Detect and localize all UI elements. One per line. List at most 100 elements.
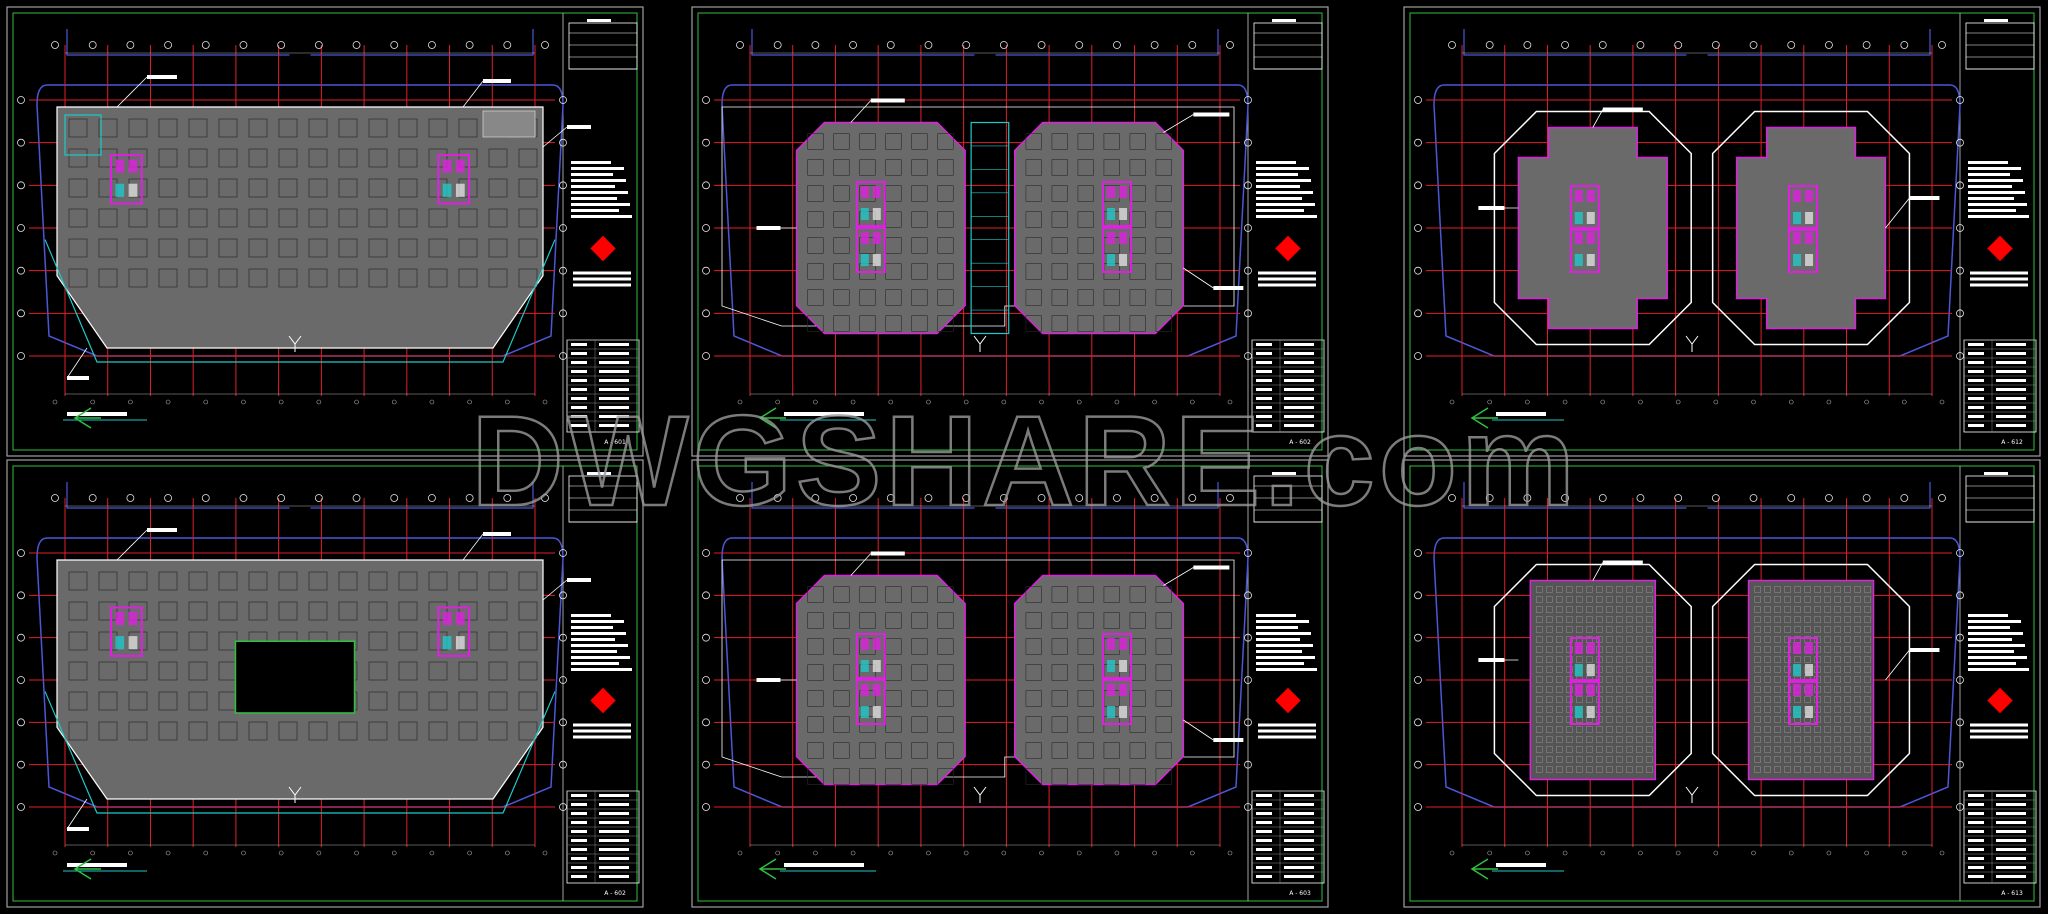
floor-tile <box>158 601 178 621</box>
floor-tile <box>1636 716 1643 723</box>
floor-tile <box>1646 716 1653 723</box>
floor-tile <box>1636 646 1643 653</box>
floor-tile <box>1794 766 1801 773</box>
floor-tile <box>1824 636 1831 643</box>
grid-bubble-top <box>126 494 135 502</box>
company-logo <box>590 235 616 262</box>
grid-tick-bottom <box>429 399 435 405</box>
floor-tile <box>308 571 328 591</box>
floor-tile <box>1129 315 1146 332</box>
floor-tile <box>1646 586 1653 593</box>
info-value <box>599 343 629 346</box>
floor-tile <box>308 148 328 168</box>
floor-tile <box>1834 666 1841 673</box>
info-value <box>1996 370 2026 373</box>
floor-tile <box>1754 676 1761 683</box>
floor-tile <box>1155 742 1172 759</box>
grid-bubble-right <box>1956 309 1964 318</box>
core-wall <box>1569 637 1600 683</box>
core-wall <box>855 633 886 679</box>
leader-label <box>1478 206 1505 210</box>
floor-tile <box>1546 686 1553 693</box>
floor-tile <box>1784 686 1791 693</box>
floor-tile <box>1754 736 1761 743</box>
company-name-line <box>1258 277 1316 281</box>
floor-tile <box>1051 133 1068 150</box>
floor-tile <box>1804 616 1811 623</box>
info-label <box>1968 866 1984 869</box>
drawing-title-label <box>1496 412 1546 416</box>
floor-tile <box>1626 756 1633 763</box>
leader-label <box>756 678 781 682</box>
floor-tile <box>1646 606 1653 613</box>
floor-tile <box>188 691 208 711</box>
grid-bubble-right <box>559 352 567 360</box>
grid-bubble-top <box>1448 494 1456 502</box>
floor-tile <box>885 768 902 785</box>
grid-bubble-top <box>1711 41 1720 49</box>
floor-tile <box>1854 646 1861 653</box>
grid-bubble-right <box>559 760 567 769</box>
floor-tile <box>1864 706 1871 713</box>
floor-tile <box>1794 596 1801 603</box>
floor-tile <box>1051 742 1068 759</box>
grid-bubble-left <box>702 96 710 104</box>
grid-bubble-right <box>1244 803 1252 811</box>
floor-tile <box>1556 716 1563 723</box>
tower-outline <box>1493 563 1692 797</box>
core-wall <box>1569 185 1600 231</box>
floor-tile <box>1864 626 1871 633</box>
company-logo <box>1987 687 2013 714</box>
info-value <box>599 821 629 824</box>
floor-tile <box>1616 646 1623 653</box>
stair-core <box>860 660 869 672</box>
floor-tile <box>1824 626 1831 633</box>
floor-tile <box>1814 756 1821 763</box>
info-value <box>599 379 629 382</box>
grid-bubble-left <box>1414 803 1422 811</box>
floor-tile <box>1854 696 1861 703</box>
info-label <box>1256 406 1272 409</box>
floor-tile <box>68 691 88 711</box>
floor-tile <box>1824 706 1831 713</box>
info-label <box>1256 352 1272 355</box>
elevator-shaft <box>1793 642 1802 654</box>
note-line <box>571 620 624 623</box>
floor-tile <box>1546 656 1553 663</box>
note-line <box>571 209 619 212</box>
info-value <box>1284 361 1314 364</box>
floor-tile <box>1596 746 1603 753</box>
floor-tile <box>911 211 928 228</box>
grid-tick-bottom <box>1826 850 1832 856</box>
floor-tile <box>1586 596 1593 603</box>
floor-tile <box>1646 616 1653 623</box>
elevator-shaft <box>455 611 465 626</box>
street-boundary <box>1463 29 1931 56</box>
floor-tile <box>1586 606 1593 613</box>
floor-tile <box>1129 742 1146 759</box>
floor-tile <box>1051 185 1068 202</box>
floor-tile <box>1754 666 1761 673</box>
elevator-shaft <box>1586 190 1595 202</box>
floor-tile <box>98 601 118 621</box>
info-value <box>599 406 629 409</box>
floor-tile <box>1586 756 1593 763</box>
stair-core <box>115 636 125 650</box>
grid-bubble-top <box>1113 41 1121 49</box>
grid-bubble-left <box>17 549 25 557</box>
grid-bubble-right <box>559 181 567 190</box>
grid-bubble-top <box>352 494 361 502</box>
floor-tile <box>1784 646 1791 653</box>
floor-tile <box>1754 616 1761 623</box>
leader-line <box>116 529 148 561</box>
floor-tile <box>1854 606 1861 613</box>
floor-tile <box>937 263 954 280</box>
floor-tile <box>1636 666 1643 673</box>
grid-bubble-top <box>164 494 172 502</box>
floor-tile <box>158 631 178 651</box>
floor-tile <box>1566 746 1573 753</box>
floor-tile <box>1129 159 1146 176</box>
grid-tick-bottom <box>278 399 284 405</box>
grid-tick-bottom <box>316 399 322 405</box>
grid-bubble-top <box>924 41 933 49</box>
